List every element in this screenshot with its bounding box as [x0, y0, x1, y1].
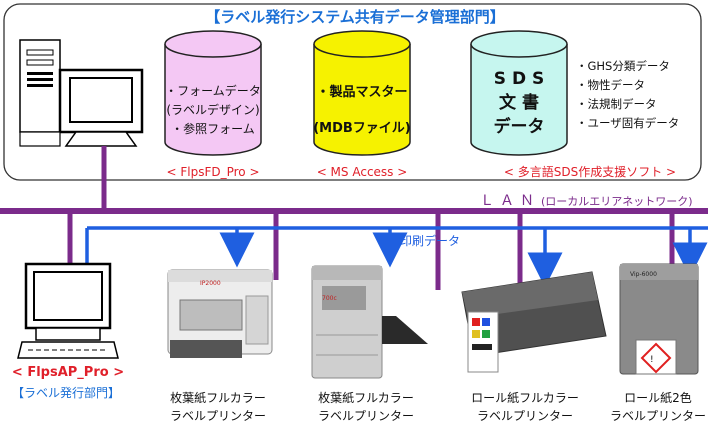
- svg-text:Vip-6000: Vip-6000: [630, 271, 657, 278]
- printer-1-line1: 枚葉紙フルカラー: [170, 390, 266, 405]
- cyl1-line2: (ラベルデザイン): [166, 102, 259, 117]
- printer-2-icon: 700c: [311, 265, 428, 379]
- printer-1-icon: IP2000: [167, 269, 273, 358]
- sds-item-regulation: ・法規制データ: [576, 97, 657, 111]
- printer-2-line2: ラベルプリンター: [318, 409, 414, 423]
- cyl1-caption: < FlpsFD_Pro >: [166, 165, 259, 179]
- lan-drops: [67, 211, 675, 292]
- sds-item-ghs: ・GHS分類データ: [576, 59, 670, 73]
- cyl2-caption: < MS Access >: [317, 165, 408, 179]
- client-name: < FlpsAP_Pro >: [12, 365, 124, 380]
- svg-text:IP2000: IP2000: [200, 280, 221, 287]
- cyl2-line1: ・製品マスター: [316, 84, 407, 100]
- cylinder-product-master: [313, 30, 411, 156]
- svg-text:!: !: [650, 355, 654, 365]
- printer-3-icon: [461, 271, 607, 373]
- print-data-lines: [85, 226, 708, 288]
- lan-label: ＬＡＮ: [480, 193, 540, 209]
- printer-2-line1: 枚葉紙フルカラー: [318, 390, 414, 405]
- cyl1-line3: ・参照フォーム: [171, 121, 255, 136]
- svg-text:700c: 700c: [322, 295, 337, 302]
- cyl2-line2: (MDBファイル): [313, 121, 411, 136]
- print-data-label: 印刷データ: [400, 233, 460, 248]
- cylinder-form-data: [164, 30, 262, 156]
- cyl3-caption: < 多言語SDS作成支援ソフト >: [504, 164, 676, 179]
- printer-4-line2: ラベルプリンター: [610, 409, 706, 423]
- cyl1-line1: ・フォームデータ: [165, 83, 261, 98]
- printer-1-line2: ラベルプリンター: [170, 409, 266, 423]
- client-pc-icon: [17, 262, 119, 359]
- printer-3-line2: ラベルプリンター: [477, 409, 573, 423]
- cyl3-line3: データ: [494, 116, 545, 137]
- client-dept: 【ラベル発行部門】: [12, 385, 120, 400]
- top-title: 【ラベル発行システム共有データ管理部門】: [205, 8, 505, 26]
- cyl3-line1: S D S: [494, 69, 544, 89]
- server-pc-icon: [19, 39, 144, 147]
- printer-3-line1: ロール紙フルカラー: [471, 390, 579, 405]
- cylinder-sds-data: [470, 30, 568, 156]
- sds-item-user: ・ユーザ固有データ: [576, 116, 679, 130]
- cyl3-line2: 文 書: [499, 92, 539, 113]
- printer-4-line1: ロール紙2色: [624, 390, 692, 405]
- printer-4-icon: ! Vip-6000: [619, 263, 699, 375]
- lan-sub-label: (ローカルエリアネットワーク): [541, 195, 693, 208]
- sds-item-physical: ・物性データ: [576, 78, 645, 92]
